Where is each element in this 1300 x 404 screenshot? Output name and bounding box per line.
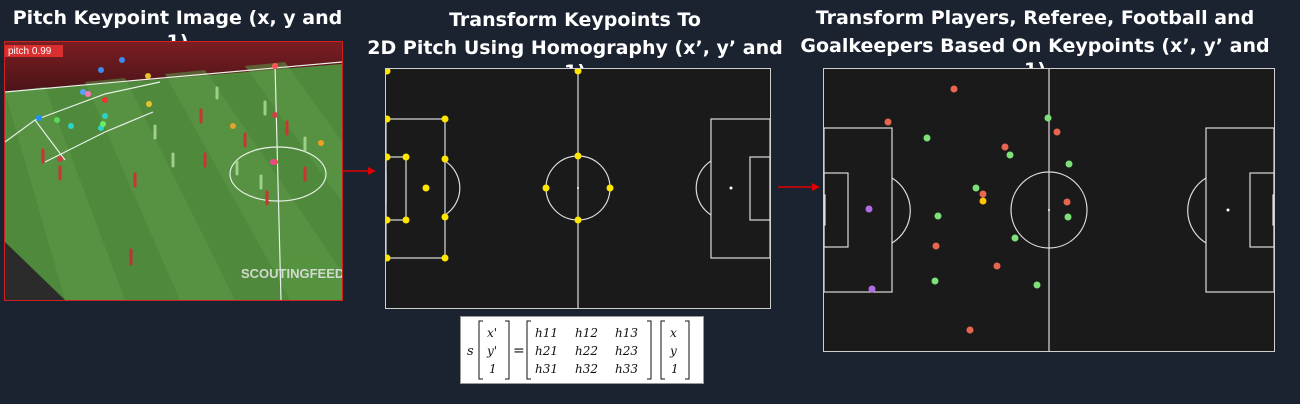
lhs-one: 1: [489, 362, 497, 376]
middle-pitch-svg: [378, 67, 771, 308]
broadcast-players: [41, 86, 307, 266]
football: [979, 197, 987, 205]
formula-scale: s: [467, 344, 474, 359]
h31: h31: [535, 362, 558, 376]
h21: h21: [535, 344, 558, 358]
rhs-y: y: [669, 344, 677, 358]
broadcast-frame-image: pitch 0.99 SCOUTINGFEED: [4, 41, 343, 301]
pitch-markings: [378, 69, 771, 308]
rhs-one: 1: [671, 362, 679, 376]
goalkeepers: [865, 205, 876, 293]
middle-panel-title-line1: Transform Keypoints To: [449, 9, 701, 31]
homography-formula: s x' y' 1 = h11 h12 h13 h21 h22 h23 h31 …: [460, 316, 704, 384]
right-panel-title-line1: Transform Players, Referee, Football and: [815, 7, 1255, 29]
lhs-y: y': [486, 344, 497, 358]
arrow-middle-to-right: [778, 183, 820, 191]
bench-area: [5, 242, 65, 300]
svg-text:=: =: [513, 343, 525, 359]
grass-stripes: [5, 62, 342, 300]
formula-svg: s x' y' 1 = h11 h12 h13 h21 h22 h23 h31 …: [467, 320, 690, 380]
detected-keypoints: [36, 57, 324, 165]
h32: h32: [575, 362, 598, 376]
h22: h22: [575, 344, 598, 358]
h12: h12: [575, 326, 598, 340]
mapped-keypoints: [383, 67, 614, 262]
h23: h23: [615, 344, 638, 358]
h11: h11: [535, 326, 558, 340]
arrow-left-to-middle: [342, 167, 376, 175]
stands: [5, 42, 342, 92]
pitch-lines: [5, 61, 342, 300]
rhs-x: x: [670, 326, 677, 340]
watermark: SCOUTINGFEED: [241, 266, 342, 281]
h33: h33: [615, 362, 638, 376]
lhs-x: x': [487, 326, 497, 340]
middle-pitch-diagram: [378, 67, 771, 309]
broadcast-frame-svg: pitch 0.99 SCOUTINGFEED: [5, 42, 342, 300]
detection-label: pitch 0.99: [8, 46, 52, 57]
h13: h13: [615, 326, 638, 340]
detection-label-bg: [5, 45, 63, 57]
right-pitch-diagram: [816, 68, 1282, 352]
team-green-players: [923, 114, 1073, 289]
right-pitch-svg: [816, 69, 1282, 351]
team-red-players: [884, 85, 1071, 334]
